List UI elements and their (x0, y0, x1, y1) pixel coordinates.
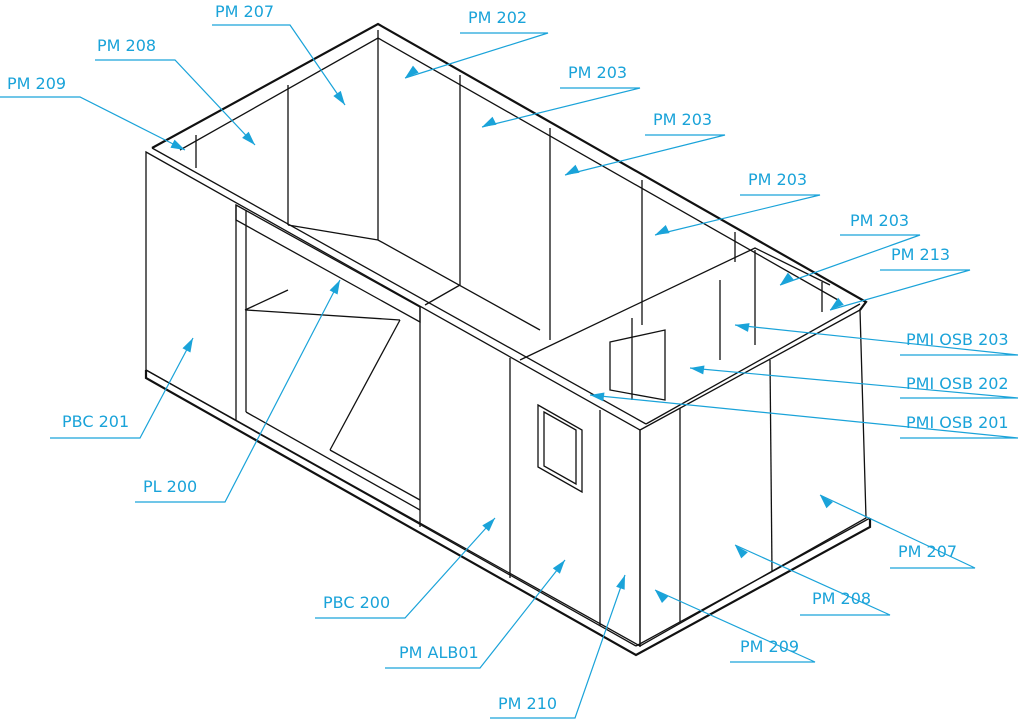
leader-line-pm213 (829, 269, 971, 311)
leader-lines (0, 24, 1019, 719)
label-pm207-top: PM 207 (215, 2, 274, 21)
labels: PM 207 PM 208 PM 209 PM 202 PM 203 PM 20… (7, 2, 1009, 713)
leader-line-pm203-b (564, 134, 726, 176)
leader-line-pm207-top (212, 24, 346, 106)
leader-line-pm203-c (654, 194, 821, 236)
arrowhead-icon (820, 495, 833, 509)
arrowhead-icon (590, 392, 605, 402)
leader-line-pbc200 (315, 517, 496, 619)
arrowhead-icon (780, 272, 794, 285)
leader-line-pmi-osb-203 (734, 324, 1019, 356)
arrowhead-icon (735, 545, 748, 559)
arrowhead-icon (655, 224, 670, 235)
arrowhead-icon (182, 338, 193, 353)
label-pm208-right: PM 208 (812, 589, 871, 608)
label-pbc200: PBC 200 (323, 593, 390, 612)
label-pm203-c: PM 203 (748, 170, 807, 189)
label-pm-alb01: PM ALB01 (399, 643, 479, 662)
label-pm210: PM 210 (498, 694, 557, 713)
arrowhead-icon (482, 116, 497, 127)
label-pmi-osb-203: PMI OSB 203 (906, 330, 1009, 349)
arrowhead-icon (329, 280, 340, 295)
leader-line-pm207-right (819, 494, 976, 569)
label-pm209-top: PM 209 (7, 74, 66, 93)
arrowhead-icon (690, 365, 705, 375)
arrowhead-icon (735, 323, 750, 332)
arrowhead-icon (242, 131, 255, 145)
arrowhead-icon (170, 139, 185, 150)
label-pmi-osb-202: PMI OSB 202 (906, 374, 1009, 393)
leader-line-pmi-osb-202 (689, 367, 1019, 399)
label-pm202: PM 202 (468, 8, 527, 27)
arrowhead-icon (405, 65, 419, 78)
leader-line-pm210 (490, 574, 626, 719)
label-pl200: PL 200 (143, 477, 197, 496)
arrowhead-icon (830, 297, 844, 310)
label-pm209-right: PM 209 (740, 637, 799, 656)
arrowhead-icon (616, 575, 625, 590)
label-pm207-right: PM 207 (898, 542, 957, 561)
cabin-drawing (144, 22, 872, 657)
arrowhead-icon (565, 164, 580, 175)
arrowhead-icon (655, 590, 669, 603)
label-pmi-osb-201: PMI OSB 201 (906, 413, 1009, 432)
label-pm203-b: PM 203 (653, 110, 712, 129)
label-pm203-d: PM 203 (850, 211, 909, 230)
arrowhead-icon (552, 560, 565, 574)
leader-line-pm-alb01 (385, 559, 566, 669)
leader-line-pm209-top (0, 96, 186, 151)
leader-line-pm203-d (779, 234, 921, 286)
leader-line-pm202 (404, 32, 549, 79)
label-pm208-top: PM 208 (97, 36, 156, 55)
label-pm203-a: PM 203 (568, 63, 627, 82)
leader-line-pmi-osb-201 (589, 394, 1019, 439)
leader-line-pm208-top (95, 59, 256, 146)
label-pm213: PM 213 (891, 245, 950, 264)
arrowhead-icon (333, 90, 345, 105)
leader-line-pbc201 (50, 337, 194, 439)
label-pbc201: PBC 201 (62, 412, 129, 431)
leader-line-pl200 (135, 279, 341, 503)
leader-line-pm209-right (654, 589, 816, 663)
leader-line-pm203-a (481, 87, 641, 128)
leader-line-pm208-right (734, 544, 891, 616)
arrowhead-icon (482, 518, 495, 532)
